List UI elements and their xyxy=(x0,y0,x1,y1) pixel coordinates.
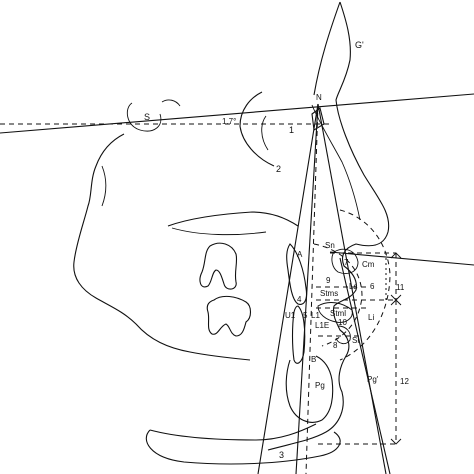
label-6: 6 xyxy=(370,282,375,291)
sella-turcica xyxy=(126,99,181,132)
label-2: 2 xyxy=(276,164,281,174)
label-a: A xyxy=(297,250,303,259)
upper-molar xyxy=(199,242,238,290)
label-li: Li xyxy=(368,313,374,322)
label-l1: L1 xyxy=(311,311,320,320)
label-3: 3 xyxy=(279,450,284,460)
mandible-lower-border xyxy=(149,423,317,441)
nasion-marker xyxy=(311,107,325,131)
arrow-bottom xyxy=(390,438,402,445)
n-pg-line xyxy=(305,103,319,474)
label-9: 9 xyxy=(326,276,331,285)
label-cm: Cm xyxy=(362,260,375,269)
label-pg-prime: Pg' xyxy=(367,375,379,384)
label-b: B xyxy=(311,355,316,364)
arrow-top xyxy=(390,252,402,259)
label-sn: Sn xyxy=(325,241,335,250)
n-b-line xyxy=(295,103,319,474)
n-soft-line xyxy=(317,103,387,474)
label-5: 5 xyxy=(303,311,308,320)
upper-horizontal-reference xyxy=(329,251,474,266)
orbit-inner xyxy=(261,115,269,151)
stomion-contour xyxy=(317,302,353,323)
label-ls: Ls xyxy=(349,282,357,291)
label-4: 4 xyxy=(297,295,302,304)
esthetic-line xyxy=(339,257,391,474)
palate xyxy=(167,211,299,227)
label-stmi: Stml xyxy=(330,309,346,318)
cranial-outline xyxy=(313,1,341,96)
label-s: S xyxy=(144,112,150,122)
sn-line xyxy=(0,93,474,134)
label-si: Si xyxy=(352,336,359,345)
label-stms: Stms xyxy=(320,289,338,298)
maxilla-outline xyxy=(73,133,251,361)
label-n: N xyxy=(316,93,322,102)
label-pg: Pg xyxy=(315,381,325,390)
mandible-symphysis xyxy=(285,355,334,423)
label-l1e: L1E xyxy=(315,321,329,330)
lower-molar xyxy=(206,295,252,337)
label-7: 7 xyxy=(344,258,349,267)
dashed-arc-outer xyxy=(339,209,391,361)
nasal-bone xyxy=(311,104,361,221)
mandible-base-ellipse xyxy=(145,429,341,465)
n-a-line xyxy=(257,103,319,474)
label-10: 10 xyxy=(338,318,347,327)
label-11: 11 xyxy=(396,283,405,292)
label-12: 12 xyxy=(400,377,409,386)
palate-lower xyxy=(171,227,267,236)
orbit xyxy=(239,91,275,167)
label-g-prime: G' xyxy=(355,40,364,50)
cross-mark xyxy=(390,294,402,306)
label-u1: U1 xyxy=(285,311,296,320)
lower-lip-contour xyxy=(335,325,351,345)
label-8: 8 xyxy=(333,341,338,350)
label-angle: 1.7° xyxy=(222,117,236,126)
pterygoid-line xyxy=(101,165,107,207)
upper-incisor xyxy=(286,243,308,305)
upper-lip xyxy=(331,248,359,274)
label-1: 1 xyxy=(289,125,294,135)
